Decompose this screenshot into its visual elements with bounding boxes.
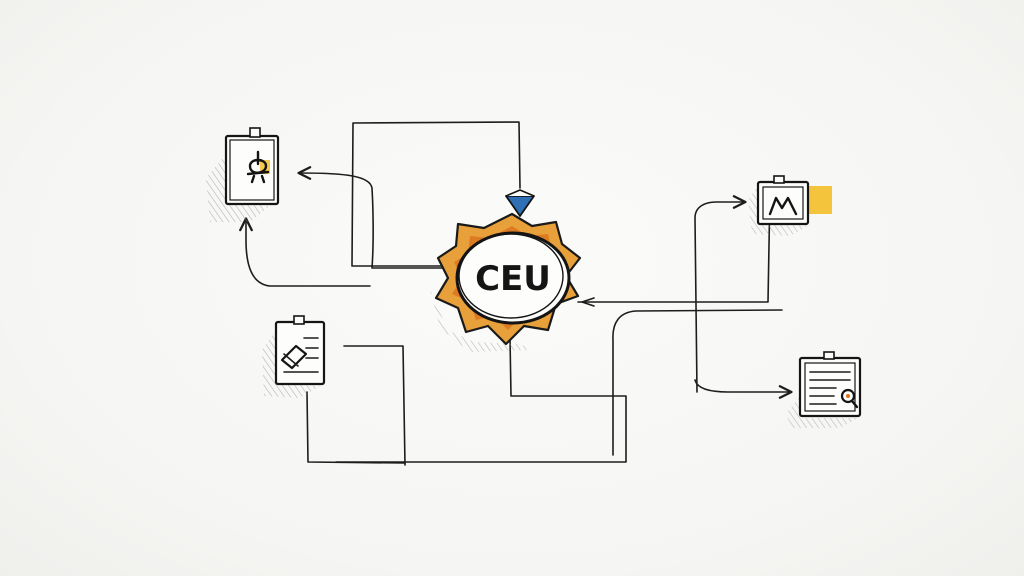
- figure-glyph: [246, 150, 270, 184]
- figure-document-icon[interactable]: [206, 127, 280, 222]
- connector-hub-down: [335, 337, 627, 463]
- doc-shadow: [206, 154, 270, 222]
- connector-loop-to-top-left-doc: [239, 217, 371, 287]
- mountain-image-document-icon[interactable]: [748, 175, 832, 236]
- highlight-tab: [806, 186, 832, 214]
- magnifier-document-icon[interactable]: [786, 351, 862, 428]
- connector-hub-to-right: [577, 187, 771, 303]
- hub-entry-arrow-icon: [505, 195, 535, 217]
- pen-glyph: [280, 344, 308, 370]
- doc-shadow: [748, 186, 808, 236]
- hub-shadow: [430, 290, 532, 352]
- doc-clip: [773, 175, 785, 184]
- doc-clip: [823, 351, 835, 360]
- doc-paper: [756, 180, 810, 226]
- hub-label: CEU: [475, 259, 551, 299]
- connector-hub-to-top-left-doc: [297, 166, 443, 269]
- pen-document-icon[interactable]: [262, 315, 326, 398]
- hub-node[interactable]: CEU: [430, 189, 582, 352]
- connector-to-bottom-right-doc: [694, 379, 793, 399]
- connector-top-loop: [351, 121, 521, 267]
- hub-circle-sketch: [458, 233, 564, 319]
- hub-circle: [455, 231, 571, 325]
- mountain-glyph: [768, 196, 798, 216]
- doc-clip: [293, 315, 305, 325]
- connector-to-top-right-doc: [694, 195, 747, 393]
- connector-arrow-left-into-hub: [581, 297, 595, 307]
- connector-pen-doc-down: [306, 391, 406, 464]
- connector-pen-doc-right: [343, 345, 406, 466]
- doc-clip: [249, 127, 261, 138]
- doc-shadow: [786, 396, 858, 428]
- doc-shadow: [262, 330, 320, 398]
- doc-paper: [798, 356, 862, 418]
- connectors: [239, 121, 793, 466]
- connector-right-to-bottom: [612, 309, 783, 456]
